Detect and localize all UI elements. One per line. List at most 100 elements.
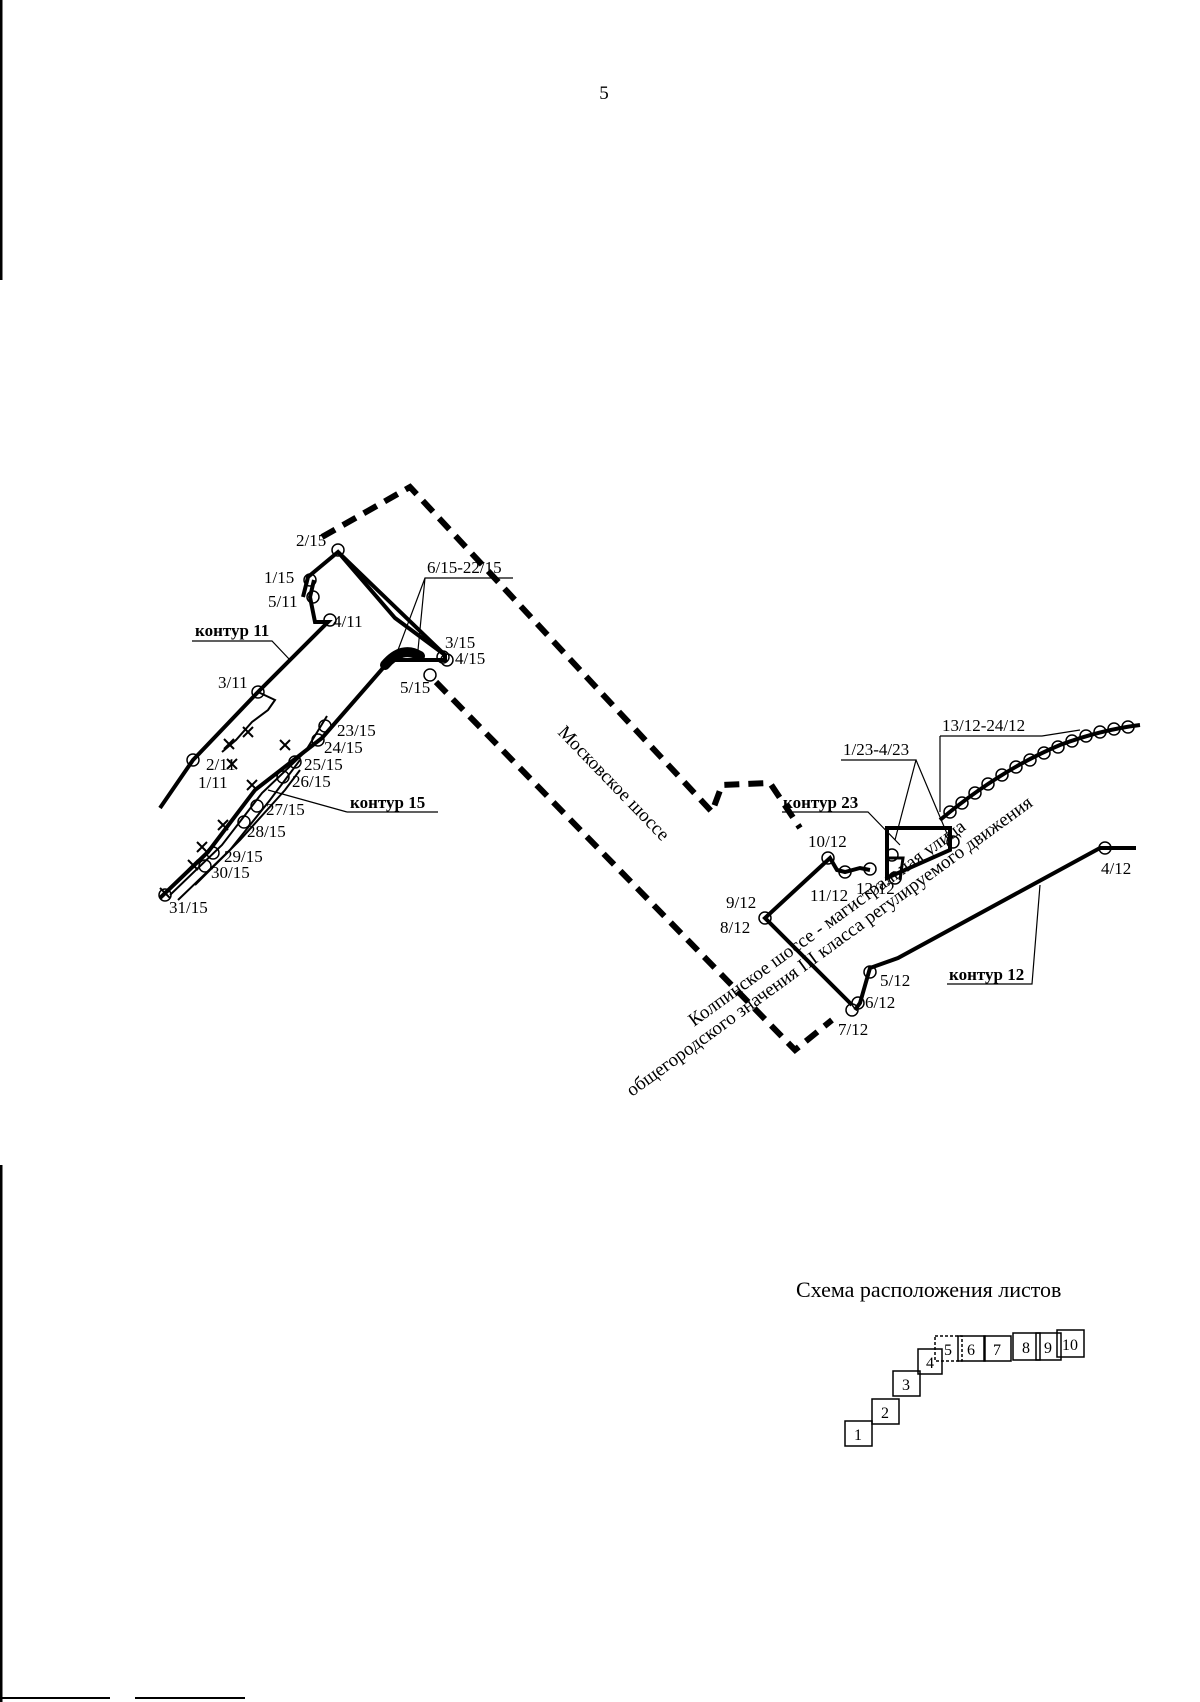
road-boundary <box>320 483 834 1055</box>
callout-13-12-24-12: 13/12-24/12 <box>942 716 1025 735</box>
sheet-box-1: 1 <box>844 1420 873 1447</box>
arc-point <box>1009 760 1023 774</box>
sheet-box-10: 10 <box>1056 1329 1085 1358</box>
contour-11-line <box>158 579 333 810</box>
point-label-1-15: 1/15 <box>264 568 294 587</box>
contour-11-label: контур 11 <box>195 621 269 640</box>
point-label-24-15: 24/15 <box>324 738 363 757</box>
contour-11-branch <box>221 691 277 753</box>
arc-point <box>981 777 995 791</box>
point-label-31-15: 31/15 <box>169 898 208 917</box>
arc-point <box>1079 729 1093 743</box>
point-25-15-marker <box>288 755 302 769</box>
contour-12 <box>762 723 1141 1012</box>
point-label-3-15: 3/15 <box>445 633 475 652</box>
leader-contour-15 <box>267 789 438 813</box>
cross-mark <box>187 859 199 871</box>
point-30-15-marker <box>198 859 212 873</box>
contour-12-label: контур 12 <box>949 965 1024 984</box>
point-c23-3-marker <box>946 835 960 849</box>
point-2-15-marker <box>331 543 345 557</box>
point-4-11-marker <box>323 613 337 627</box>
moskovskoe-boundary <box>320 483 803 830</box>
point-label-6-12: 6/12 <box>865 993 895 1012</box>
point-label-30-15: 30/15 <box>211 863 250 882</box>
cross-mark <box>226 758 238 770</box>
point-label-4-11: 4/11 <box>333 612 363 631</box>
point-24-15-marker <box>311 733 325 747</box>
arc-point <box>1023 753 1037 767</box>
contour-15-label: контур 15 <box>350 793 425 812</box>
point-10-12-marker <box>821 851 835 865</box>
contour-23 <box>885 826 952 882</box>
point-27-15-marker <box>250 799 264 813</box>
arc-point <box>1107 722 1121 736</box>
point-label-4-12: 4/12 <box>1101 859 1131 878</box>
point-label-26-15: 26/15 <box>292 772 331 791</box>
point-label-7-12: 7/12 <box>838 1020 868 1039</box>
sheet-box-2: 2 <box>871 1398 900 1425</box>
point-label-12-12: 12/12 <box>856 879 895 898</box>
sheet-number: 4 <box>926 1355 934 1372</box>
contour-12-upper-arc <box>938 723 1141 822</box>
contour-15-main <box>158 549 447 900</box>
sheet-number: 2 <box>881 1405 889 1422</box>
cross-mark <box>242 726 254 738</box>
point-1-15-marker <box>303 573 317 587</box>
arc-point <box>955 796 969 810</box>
arc-point <box>1051 740 1065 754</box>
boundary-lower <box>433 679 834 1055</box>
point-5-11-marker <box>306 590 320 604</box>
page-number: 5 <box>599 83 609 104</box>
point-29-15-marker <box>206 846 220 860</box>
cross-mark <box>246 779 258 791</box>
arc-point <box>943 805 957 819</box>
contour-11 <box>158 579 333 810</box>
callout-1-23-4-23: 1/23-4/23 <box>843 740 909 759</box>
point-label-27-15: 27/15 <box>266 800 305 819</box>
point-label-28-15: 28/15 <box>247 822 286 841</box>
leader-contour-23 <box>782 811 901 846</box>
sheet-number: 6 <box>967 1342 975 1359</box>
contour-23-rect <box>885 826 952 882</box>
sheet-box-5: 5 <box>934 1335 963 1362</box>
point-label-11-12: 11/12 <box>810 886 848 905</box>
arc-point <box>1121 720 1135 734</box>
point-12-12-marker <box>863 862 877 876</box>
point-label-25-15: 25/15 <box>304 755 343 774</box>
contour-15-upper <box>336 550 448 658</box>
point-label-5-12: 5/12 <box>880 971 910 990</box>
point-label-2-11: 2/11 <box>206 755 236 774</box>
arc-point <box>1093 725 1107 739</box>
sheet-box-7: 7 <box>983 1335 1012 1362</box>
contour-12-loop <box>762 854 871 1007</box>
sheet-box-6: 6 <box>957 1335 986 1362</box>
sheet-number: 7 <box>993 1342 1001 1359</box>
survey-points <box>158 543 1135 1017</box>
cross-mark <box>196 841 208 853</box>
leader-lines <box>192 577 1081 985</box>
contour-12-pipe <box>853 846 1136 1012</box>
point-label-5-15: 5/15 <box>400 678 430 697</box>
point-label-8-12: 8/12 <box>720 918 750 937</box>
point-label-3-11: 3/11 <box>218 673 248 692</box>
point-5-15-marker <box>423 668 437 682</box>
point-23-15-marker <box>318 719 332 733</box>
point-label-23-15: 23/15 <box>337 721 376 740</box>
arc-point <box>968 786 982 800</box>
contour-15-thick-blob <box>380 647 425 670</box>
point-4-15-marker <box>440 653 454 667</box>
point-label-4-15: 4/15 <box>455 649 485 668</box>
point-7-12-marker <box>845 1003 859 1017</box>
leader-1-23-4-23 <box>841 759 949 841</box>
point-3-15-marker <box>436 650 450 664</box>
arc-point <box>995 768 1009 782</box>
point-label-9-12: 9/12 <box>726 893 756 912</box>
sheet-box-3: 3 <box>892 1370 921 1397</box>
sheet-box-8: 8 <box>1012 1332 1041 1361</box>
point-c23-1-marker <box>885 848 899 862</box>
leader-6-15-22-15 <box>397 577 513 651</box>
contour-23-label: контур 23 <box>783 793 858 812</box>
sheet-number: 8 <box>1022 1340 1030 1357</box>
